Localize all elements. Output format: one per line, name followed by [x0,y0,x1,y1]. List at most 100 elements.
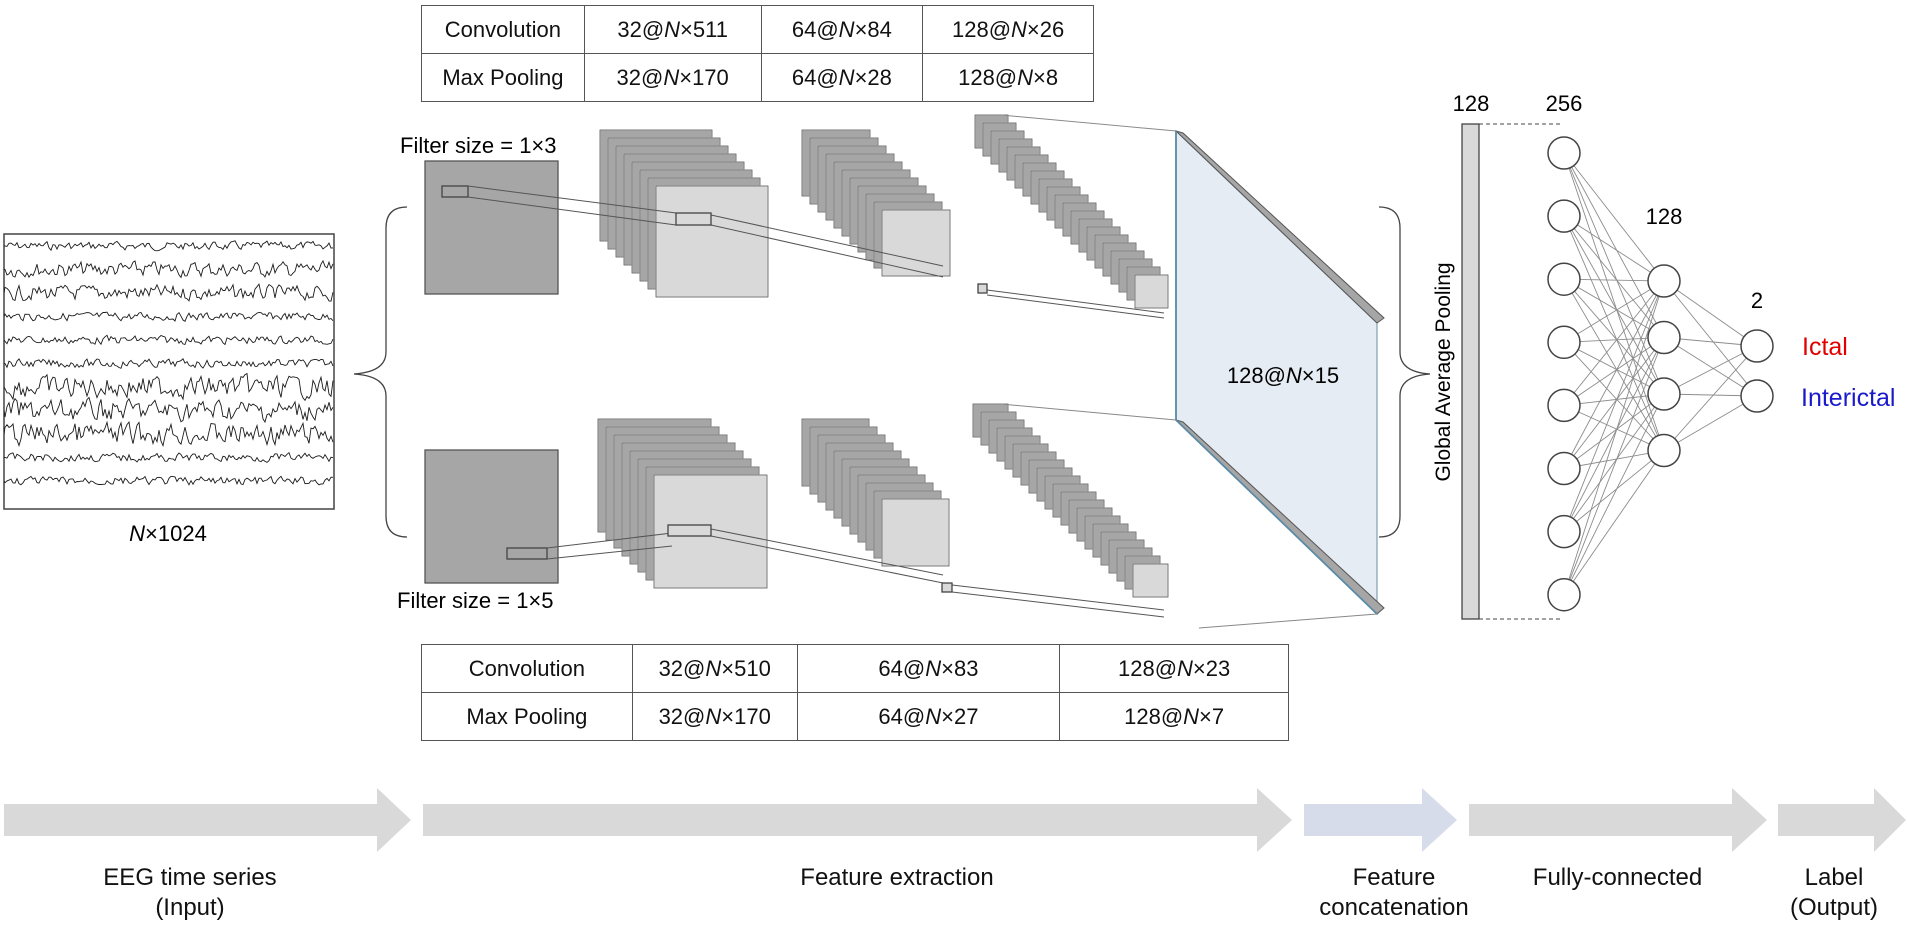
fc-neuron-layer1 [1547,262,1581,296]
eeg-channel-trace [4,420,334,448]
row-label: Max Pooling [421,692,633,741]
row-label: Convolution [421,644,633,693]
right-brace [1378,206,1431,538]
fc-layer2-size: 128 [1646,204,1683,229]
fc-edge [1563,278,1665,395]
stage-title: Label [1804,864,1864,891]
stage-label-feature-concatenation: Feature concatenation [1309,863,1479,923]
eeg-input [3,233,335,510]
feature-map-stacks [597,114,1169,598]
eeg-channel-trace [4,283,334,302]
stage-label-input: EEG time series (Input) [60,863,320,923]
fc-edge [1563,152,1665,451]
fc-neuron-output [1740,379,1774,413]
table-cell: 64@N×28 [760,53,924,102]
fc-edge [1563,215,1665,395]
arrow-feature-extraction [423,788,1292,852]
eeg-channel-trace [4,259,334,279]
eeg-channel-trace [4,334,334,346]
receptive-field-top-2 [977,283,988,294]
stage-arrows [4,788,1906,852]
fc-edge [1563,337,1665,532]
fc-neuron-layer1 [1547,514,1581,549]
feature-map-outline [653,474,768,589]
table-cell: 64@N×83 [796,644,1061,693]
table-cell: 32@N×511 [583,5,762,54]
left-brace [353,206,408,538]
feature-map [655,185,769,298]
stage-title: Feature extraction [800,864,994,891]
stage-title: Fully-connected [1532,864,1703,891]
fc-edge [1563,280,1665,406]
fc-edge [1663,345,1758,451]
fc-edge [1563,215,1665,282]
global-average-pooling-layer [1461,123,1560,620]
fc-edge [1563,337,1665,406]
fc-neuron-layer1 [1547,451,1581,486]
kernel-1x3 [441,185,469,198]
eeg-frame [3,233,335,510]
fc-edge [1563,280,1665,532]
row-label: Convolution [421,5,585,54]
eeg-channel-trace [4,396,334,424]
eeg-channel-trace [4,240,334,252]
fc-edge [1563,341,1665,395]
table-cell: 32@N×170 [631,692,798,741]
fc-edge [1563,393,1665,595]
table-cell: 64@N×84 [760,5,924,54]
stage-subtitle: (Output) [1789,894,1879,921]
receptive-field-top-1 [675,212,712,226]
input-feature-map-bottom [424,449,559,584]
fc-edge [1563,393,1665,406]
fc-edge [1563,341,1665,451]
eeg-channel-trace [4,372,334,402]
stage-subtitle: concatenation [1319,894,1469,921]
fc-neurons [1547,136,1774,612]
table-row: Convolution 32@N×511 64@N×84 128@N×26 [421,5,1094,54]
fc-edge [1663,280,1758,347]
stage-label-feature-extraction: Feature extraction [737,863,1057,893]
gap-size-label: 128 [1453,91,1490,116]
fc-neuron-layer2 [1647,377,1681,411]
fc-edge [1663,337,1758,397]
eeg-channel-trace [4,451,334,463]
fc-edge [1663,280,1758,397]
feature-map-outline [881,209,951,277]
stage-title: Feature [1352,864,1436,891]
fc-edge [1563,278,1665,338]
eeg-channel-trace [4,311,334,322]
receptive-field-lines [467,185,1165,618]
filter-size-bottom-label: Filter size = 1×5 [397,588,554,613]
feature-map-outline [655,185,769,298]
fc-edge [1563,450,1665,469]
table-cell: 128@N×23 [1059,644,1289,693]
fc-layer3-size: 2 [1751,288,1763,313]
receptive-field-bottom-1 [667,524,712,537]
fc-edge [1563,404,1665,451]
fc-neuron-layer1 [1547,325,1581,360]
fc-neuron-layer1 [1547,136,1581,170]
fc-edge [1563,215,1665,451]
fc-neuron-layer1 [1547,388,1581,423]
eeg-traces [4,240,334,486]
feature-map [1132,563,1169,598]
arrow-input [4,788,411,852]
fc-edge [1563,215,1665,338]
fc-neuron-layer1 [1547,577,1581,612]
feature-map-outline [1132,563,1169,598]
fc-edge [1563,393,1665,469]
table-cell: 32@N×510 [631,644,798,693]
kernel-1x5 [506,547,548,560]
stage-label-output: Label (Output) [1772,863,1896,923]
fc-edge [1663,345,1758,395]
stack-bottom-conv1 [597,418,768,589]
fc-edge [1563,152,1665,282]
top-branch-layer-table: Convolution 32@N×511 64@N×84 128@N×26 Ma… [421,5,1094,102]
input-feature-map-top [424,160,559,295]
input-size-label: N×1024 [129,521,207,546]
stage-label-fully-connected: Fully-connected [1505,863,1730,893]
feature-map [1134,274,1169,309]
fc-edge [1563,450,1665,532]
fc-edge [1563,280,1665,595]
